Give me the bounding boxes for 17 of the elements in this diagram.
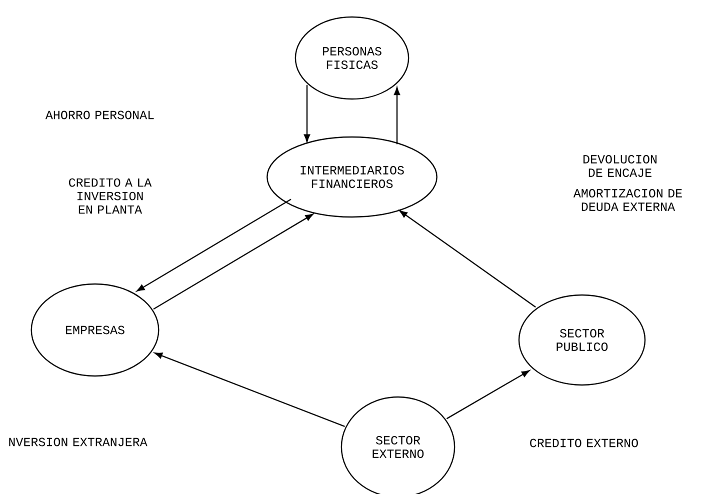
ellipse-node: INTERMEDIARIOS FINANCIEROS <box>266 136 438 218</box>
flow-label: AHORRO PERSONAL <box>45 110 154 120</box>
flow-label: NVERSION EXTRANJERA <box>9 438 148 446</box>
arrow <box>394 87 400 144</box>
flow-label: AMORTIZACION DE DEUDA EXTERNA <box>573 189 682 211</box>
arrow <box>136 198 292 292</box>
arrow <box>153 214 314 310</box>
arrow <box>446 370 530 420</box>
ellipse-node: EMPRESAS <box>30 283 160 377</box>
ellipse-node: SECTOR PUBLICO <box>518 294 646 386</box>
flow-label: CREDITO A LA INVERSION EN PLANTA <box>69 178 152 214</box>
flow-label: DEVOLUCION DE ENCAJE <box>583 155 656 177</box>
arrow <box>154 352 345 427</box>
arrow <box>399 210 536 308</box>
flow-label: CREDITO EXTERNO <box>530 438 638 448</box>
arrow <box>304 85 310 142</box>
ellipse-node: PERSONAS FISICAS <box>294 16 410 100</box>
